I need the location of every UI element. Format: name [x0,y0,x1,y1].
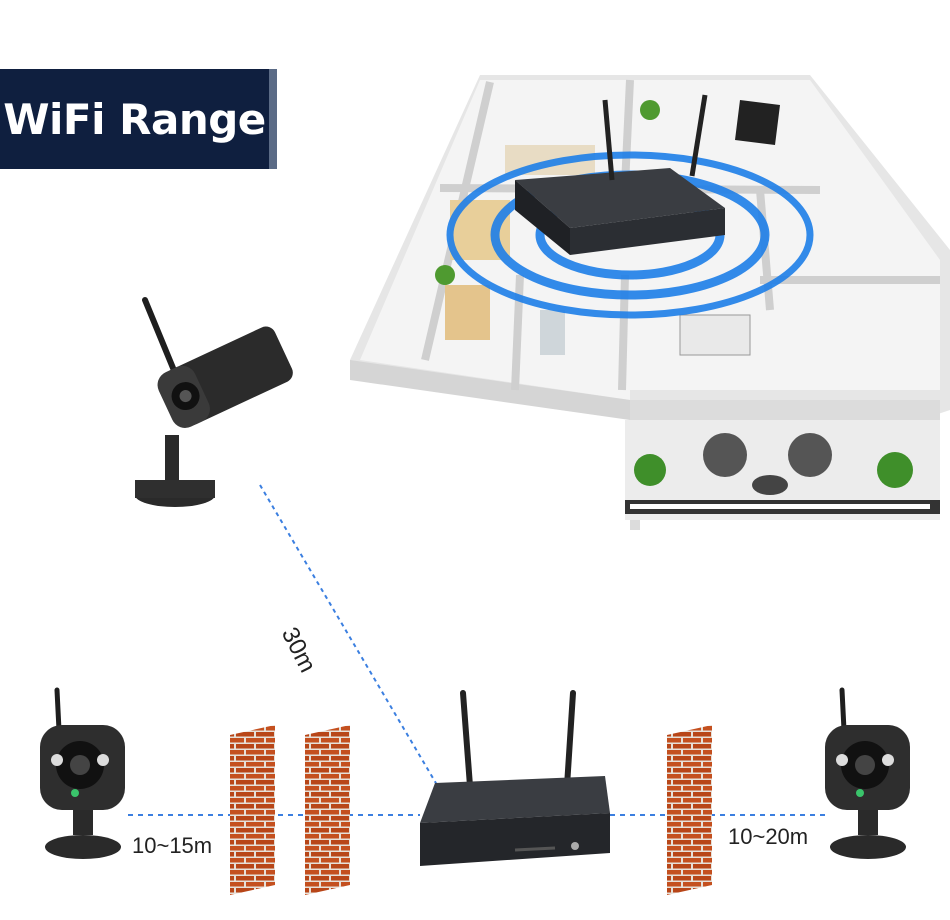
title-banner: WiFi Range [0,69,277,169]
camera-icon [825,687,910,859]
nvr-router-icon [420,690,610,866]
distance-label-right: 10~20m [728,824,809,849]
brick-wall-icon [667,725,712,895]
distance-label-left: 10~15m [132,833,213,858]
brick-wall-icon [230,725,275,895]
brick-wall-icon [305,725,350,895]
house-floorplan-icon [350,75,950,530]
camera-icon [135,297,293,507]
camera-icon [40,687,125,859]
page-title: WiFi Range [3,94,266,144]
